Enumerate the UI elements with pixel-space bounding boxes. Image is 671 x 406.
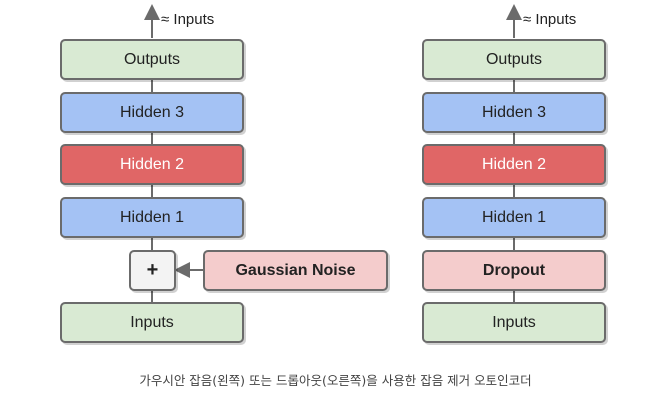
add-noise-node: + [129, 250, 176, 291]
dropout-layer: Dropout [422, 250, 606, 291]
left-hidden1-layer: Hidden 1 [60, 197, 244, 238]
left-hidden3-layer: Hidden 3 [60, 92, 244, 133]
right-hidden2-layer: Hidden 2 [422, 144, 606, 185]
right-inputs-layer: Inputs [422, 302, 606, 343]
right-hidden1-layer: Hidden 1 [422, 197, 606, 238]
left-inputs-layer: Inputs [60, 302, 244, 343]
figure-caption: 가우시안 잡음(왼쪽) 또는 드롭아웃(오른쪽)을 사용한 잡음 제거 오토인코… [139, 373, 532, 388]
gaussian-noise-box: Gaussian Noise [203, 250, 388, 291]
left-reconstruction-label: ≈ Inputs [161, 11, 215, 28]
right-hidden3-layer: Hidden 3 [422, 92, 606, 133]
right-reconstruction-label: ≈ Inputs [523, 11, 577, 28]
left-hidden2-layer: Hidden 2 [60, 144, 244, 185]
right-outputs-layer: Outputs [422, 39, 606, 80]
left-outputs-layer: Outputs [60, 39, 244, 80]
